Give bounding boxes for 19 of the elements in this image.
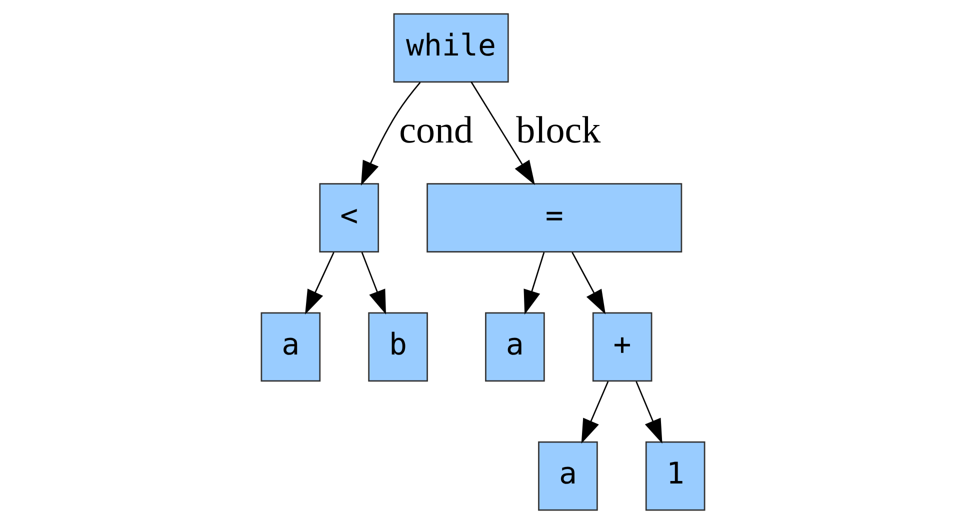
node-box: < xyxy=(319,183,380,252)
arrow xyxy=(361,252,386,315)
node-box: = xyxy=(426,183,682,252)
arrow xyxy=(305,252,334,314)
node-box: 1 xyxy=(645,441,706,511)
node-box: + xyxy=(592,312,652,382)
arrow xyxy=(524,252,545,315)
node-box: a xyxy=(485,312,545,382)
node-box: while xyxy=(393,13,509,83)
arrow xyxy=(470,82,535,186)
node-box: b xyxy=(368,312,428,382)
arrow xyxy=(572,252,606,314)
arrow xyxy=(636,381,662,444)
edge-label: cond xyxy=(399,109,474,152)
edge-label: block xyxy=(516,109,601,152)
arrow xyxy=(360,82,421,186)
arrow xyxy=(581,381,609,444)
node-box: a xyxy=(538,441,598,511)
node-box: a xyxy=(260,312,321,382)
